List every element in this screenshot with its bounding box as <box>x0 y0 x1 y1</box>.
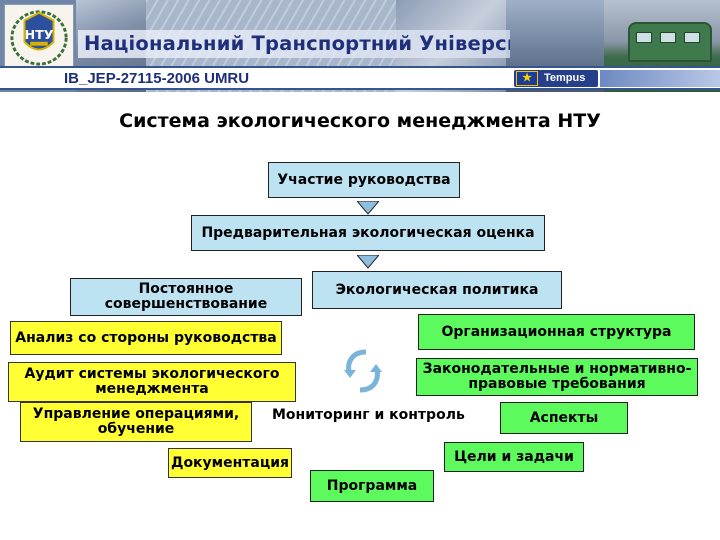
project-bar: IB_JEP-27115-2006 UMRU Tempus <box>0 66 720 90</box>
node-management-review: Анализ со стороны руководства <box>10 321 282 355</box>
node-audit: Аудит системы экологического менеджмента <box>8 362 296 402</box>
node-documentation: Документация <box>168 448 292 478</box>
decorative-strip <box>600 70 720 87</box>
node-environmental-policy: Экологическая политика <box>312 271 562 309</box>
node-monitoring: Мониторинг и контроль <box>272 407 465 423</box>
node-preliminary-assessment: Предварительная экологическая оценка <box>191 215 545 251</box>
down-arrow-icon <box>357 255 379 269</box>
project-code: IB_JEP-27115-2006 UMRU <box>64 70 250 87</box>
logo-text: НТУ <box>25 27 54 42</box>
tempus-logo: Tempus <box>514 70 598 87</box>
header-banner: НТУ Національний Транспортний Університе… <box>0 0 720 92</box>
node-program: Программа <box>310 470 434 502</box>
node-goals: Цели и задачи <box>444 442 584 472</box>
node-legal-requirements: Законодательные и нормативно-правовые тр… <box>416 358 698 396</box>
down-arrow-icon <box>357 201 379 215</box>
page-title: Система экологического менеджмента НТУ <box>119 110 601 132</box>
university-name: Національний Транспортний Університет <box>78 30 510 58</box>
tempus-label: Tempus <box>544 72 586 84</box>
eu-flag-icon <box>516 71 538 86</box>
node-continual-improvement: Постоянное совершенствование <box>70 278 302 316</box>
university-crest-icon: НТУ <box>4 4 74 68</box>
node-operations-training: Управление операциями, обучение <box>20 402 252 442</box>
node-organizational-structure: Организационная структура <box>418 314 695 350</box>
cycle-arrows-icon <box>344 349 382 393</box>
train-icon <box>628 22 712 62</box>
node-leadership: Участие руководства <box>268 162 460 198</box>
node-aspects: Аспекты <box>500 402 628 434</box>
